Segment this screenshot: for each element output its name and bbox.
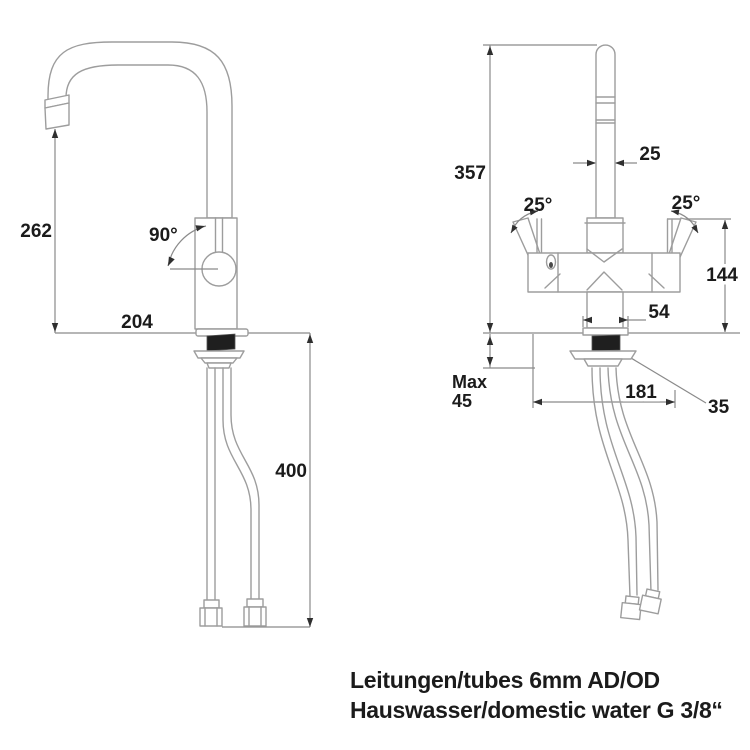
base-plate-front <box>582 327 629 336</box>
tube-collar-left <box>203 599 220 609</box>
cross-body-band <box>527 252 681 293</box>
arrow-25deg-left-a <box>511 224 518 233</box>
arrow-25-left <box>587 159 596 167</box>
arrow-357-top <box>486 46 494 55</box>
dimension-arrows <box>51 46 729 627</box>
body-chamfer-right <box>648 273 665 289</box>
tube-curved-outer <box>222 367 252 600</box>
arrow-54-left <box>583 316 592 324</box>
body-chamfer-left <box>544 273 561 289</box>
caption-line-1: Leitungen/tubes 6mm AD/OD <box>350 667 660 693</box>
mounting-flange-front-upper <box>569 350 637 360</box>
lower-column <box>586 291 624 329</box>
tube-nut-right <box>243 606 267 627</box>
label-90deg: 90° <box>149 225 178 246</box>
cross-upper-vee <box>586 248 623 263</box>
front-tube-a-outer <box>591 367 631 598</box>
arrow-400-bottom <box>306 618 314 627</box>
leader-line-35 <box>620 351 707 404</box>
arrow-181-right <box>666 398 675 406</box>
tube-nut-left <box>199 607 223 627</box>
caption: Leitungen/tubes 6mm AD/OD Hauswasser/dom… <box>350 667 723 723</box>
indicator-hole <box>545 254 557 270</box>
indicator-dot <box>549 262 553 268</box>
mounting-flange-front-lower <box>583 358 623 367</box>
faucet-side-view <box>44 41 267 627</box>
label-25: 25 <box>639 144 661 165</box>
arrow-400-top <box>306 334 314 343</box>
label-25deg-right: 25° <box>672 193 701 214</box>
arrow-144-top <box>721 220 729 229</box>
front-tube-b-outer <box>607 367 652 593</box>
tube-collar-right <box>246 598 264 608</box>
front-tube-fitting-b <box>638 588 662 615</box>
label-45: 45 <box>452 391 472 411</box>
tube-curved-inner <box>230 367 260 600</box>
mounting-flange-mid <box>200 357 238 364</box>
front-tube-fitting-a <box>620 595 642 621</box>
front-tube-b-inner <box>615 367 659 591</box>
arrow-max45-top <box>486 336 494 345</box>
dimension-labels: 262 90° 204 400 357 25 25° 25° 144 54 Ma… <box>20 144 741 482</box>
arrow-54-right <box>619 316 628 324</box>
aerator-tip <box>44 102 70 130</box>
front-tube-a-inner <box>599 367 638 596</box>
arrow-25deg-left-b <box>529 209 538 216</box>
label-35: 35 <box>708 397 730 418</box>
arrow-25deg-right-a <box>691 224 698 233</box>
arrow-swivel-low <box>168 256 175 266</box>
arrow-181-left <box>533 398 542 406</box>
arrow-357-bottom <box>486 323 494 332</box>
arrow-25deg-right-b <box>671 209 680 216</box>
arrow-max45-bottom <box>486 357 494 366</box>
spout-outline <box>47 41 233 219</box>
mounting-nut-black <box>206 333 236 352</box>
mounting-flange-lower <box>206 362 232 369</box>
arrow-swivel-high <box>195 225 205 232</box>
caption-line-2: Hauswasser/domestic water G 3/8“ <box>350 697 723 723</box>
spout-column <box>595 44 616 219</box>
arrow-262-bottom <box>51 323 59 332</box>
mounting-nut-black-front <box>591 334 621 352</box>
arrow-262-top <box>51 129 59 138</box>
label-max: Max <box>452 372 487 392</box>
arrow-144-bottom <box>721 323 729 332</box>
faucet-front-view <box>510 44 699 621</box>
label-25deg-left: 25° <box>524 195 553 216</box>
arrow-25-right <box>615 159 624 167</box>
label-181: 181 <box>625 382 657 403</box>
label-54: 54 <box>648 302 670 323</box>
cross-lower-vee <box>586 271 623 291</box>
label-204: 204 <box>121 312 153 333</box>
label-357: 357 <box>454 163 486 184</box>
label-262: 262 <box>20 221 52 242</box>
label-144: 144 <box>706 265 738 286</box>
mounting-flange-upper <box>193 350 245 359</box>
label-400: 400 <box>275 461 307 482</box>
